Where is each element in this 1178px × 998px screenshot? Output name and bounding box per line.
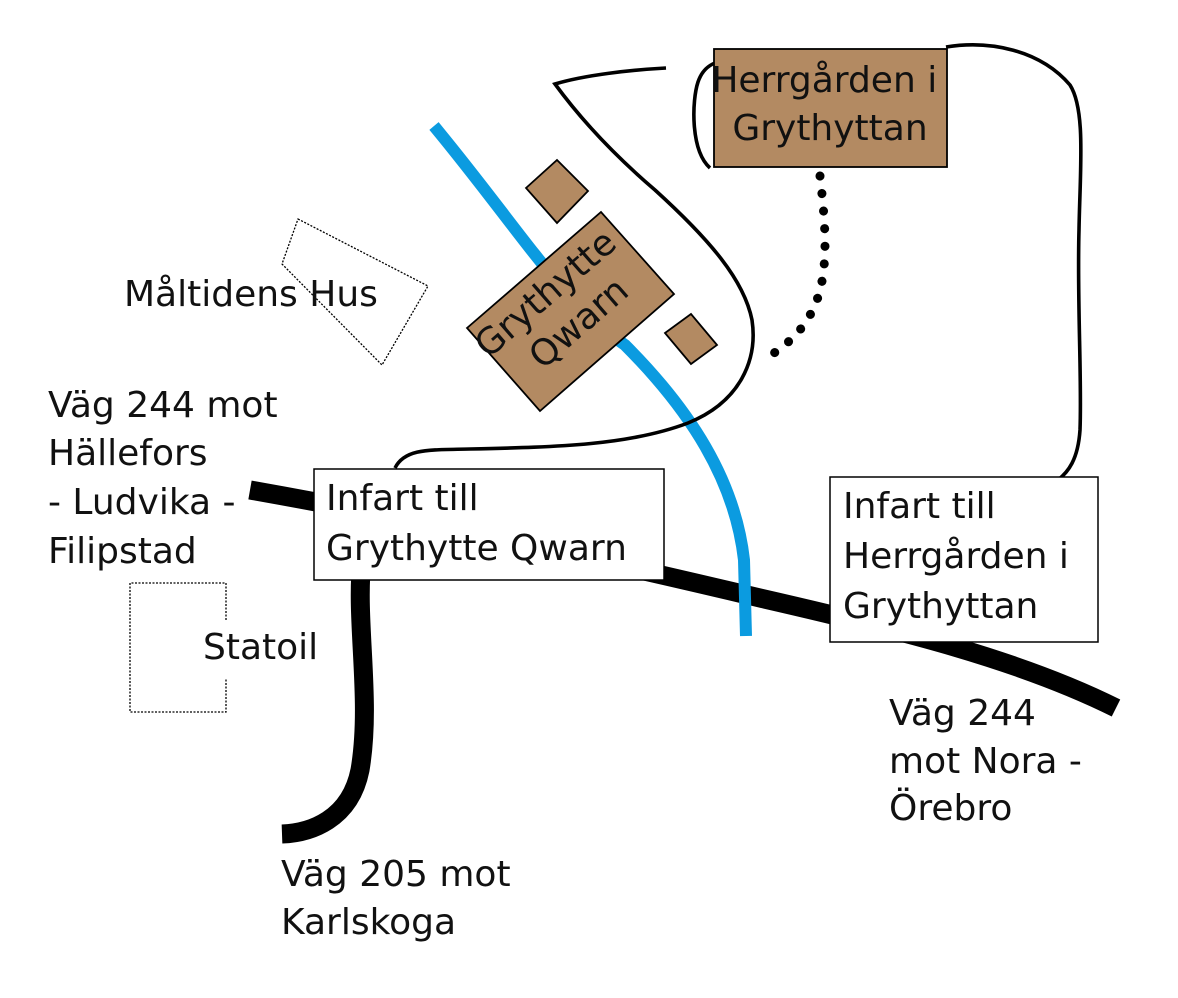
maltidens-hus-outline (281, 218, 429, 367)
driveway-loop-qwarn (393, 66, 755, 469)
river (429, 122, 752, 637)
herrgarden-building (713, 48, 948, 168)
infart-herrgarden-box (829, 476, 1099, 643)
maltidens-hus-label: Måltidens Hus (124, 274, 378, 315)
statoil-outline (129, 582, 227, 713)
infart-qwarn-box (313, 468, 665, 581)
infart-herrgarden-label: Infart till Herrgården i Grythyttan (843, 486, 1080, 627)
small-building-north (524, 158, 590, 225)
herrgarden-label: Herrgården i Grythyttan (711, 60, 948, 149)
road-205-label: Väg 205 mot Karlskoga (281, 854, 522, 943)
statoil-label: Statoil (203, 627, 318, 668)
infart-qwarn-label: Infart till Grythytte Qwarn (326, 478, 627, 569)
grythytte-qwarn-building (465, 210, 676, 413)
road-244-west-label: Väg 244 mot Hällefors - Ludvika - Filips… (48, 385, 289, 572)
road-244-east-label: Väg 244 mot Nora - Örebro (889, 693, 1093, 829)
road-205 (281, 558, 374, 844)
dotted-footpath (763, 171, 830, 362)
small-building-south (663, 312, 719, 366)
